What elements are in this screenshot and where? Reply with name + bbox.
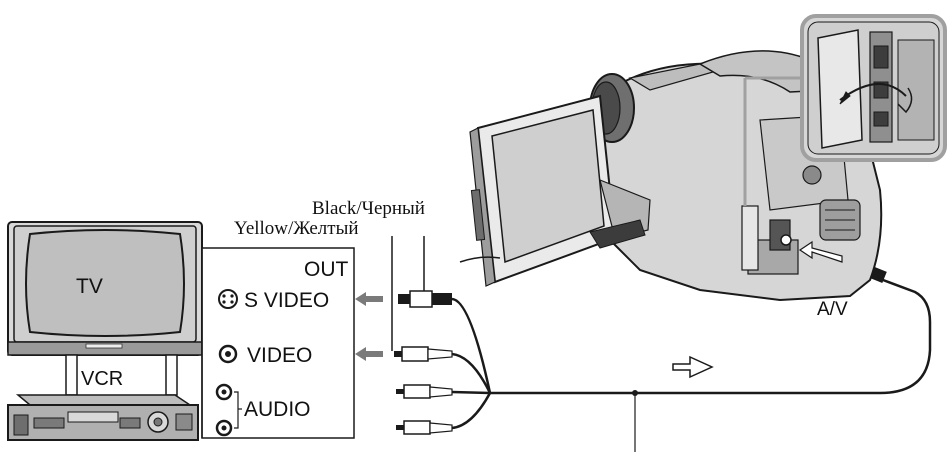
audio-plug-right — [396, 420, 453, 435]
yellow-cable-label: Yellow/Желтый — [234, 218, 359, 239]
jack-cover-inset — [743, 14, 947, 206]
black-cable-label: Black/Черный — [312, 198, 425, 219]
out-label: OUT — [304, 258, 349, 281]
video-jack-icon — [218, 344, 238, 364]
out-panel — [201, 247, 355, 439]
tv-set — [7, 221, 203, 356]
audio-label: AUDIO — [244, 398, 311, 421]
hollow-arrow-icon — [672, 355, 714, 379]
s-video-jack-icon — [218, 289, 238, 309]
tv-label: TV — [76, 275, 103, 298]
vcr-label: VCR — [81, 368, 124, 390]
arrow-left-icon — [355, 292, 383, 361]
audio-plug-left — [396, 384, 453, 399]
audio-jack-icon — [215, 383, 233, 437]
vcr-set — [7, 354, 199, 441]
video-label: VIDEO — [247, 344, 313, 367]
s-video-label: S VIDEO — [244, 289, 330, 312]
s-video-plug — [398, 290, 452, 308]
av-cable — [451, 278, 932, 430]
av-label: A/V — [817, 299, 848, 320]
video-plug — [394, 346, 453, 362]
